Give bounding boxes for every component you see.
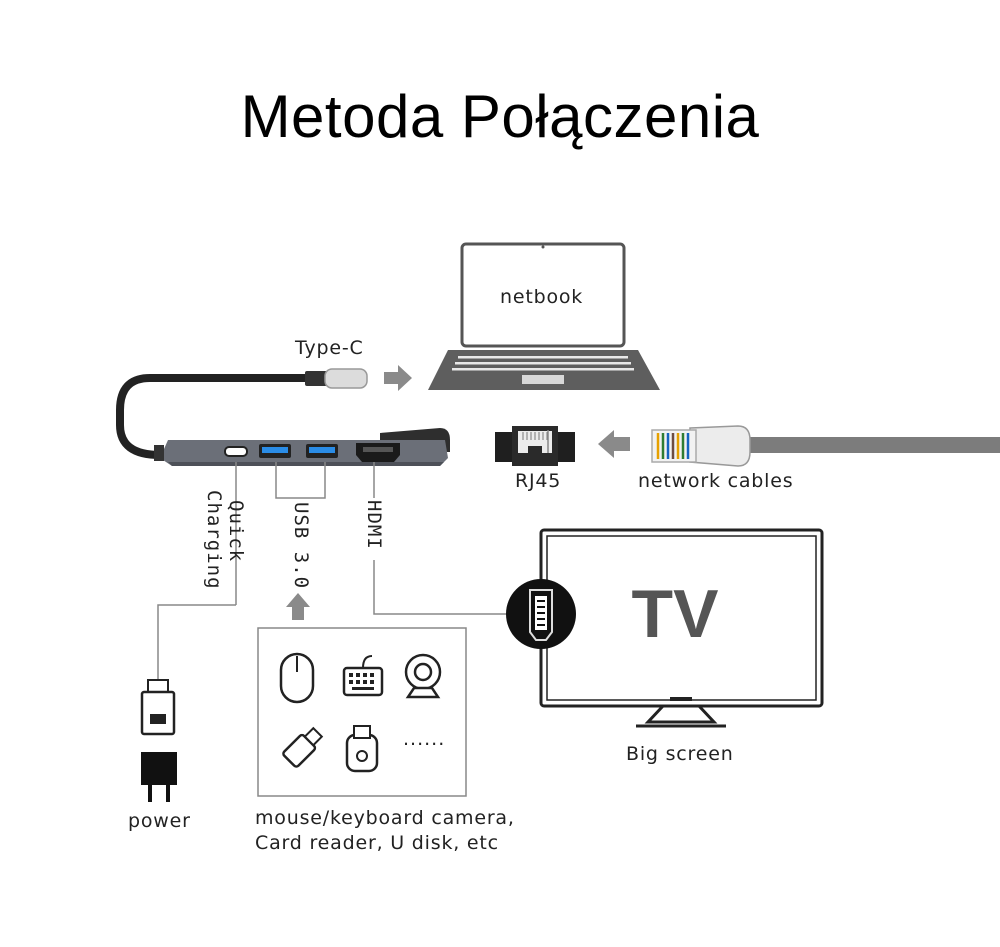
power-adapter-icon	[141, 752, 177, 802]
tv-label: TV	[631, 576, 719, 652]
devices-caption: mouse/keyboard camera, Card reader, U di…	[255, 806, 515, 856]
rj45-label: RJ45	[515, 470, 562, 492]
power-label: power	[128, 810, 191, 832]
usb-plug-icon	[140, 679, 176, 736]
usb-c-hub-icon	[154, 428, 450, 466]
webcam-icon	[404, 653, 442, 699]
page-title: Metoda Połączenia	[240, 83, 760, 150]
big-screen-label: Big screen	[626, 743, 734, 765]
network-cable-icon	[651, 425, 1000, 467]
connector-lines	[157, 430, 549, 682]
rj45-port-icon	[495, 426, 575, 466]
type-c-cable-icon	[116, 368, 368, 459]
quick-label: Quick	[225, 500, 247, 563]
usb-label: USB 3.0	[290, 502, 312, 590]
netbook-label: netbook	[500, 286, 584, 308]
hdmi-label: HDMI	[363, 500, 385, 550]
arrow-up-icon	[286, 593, 310, 620]
devices-caption-line2: Card reader, U disk, etc	[255, 832, 499, 854]
usb-stick-icon	[282, 726, 324, 768]
keyboard-icon	[342, 655, 384, 697]
type-c-label: Type-C	[295, 337, 364, 359]
card-reader-icon	[345, 725, 379, 773]
mouse-icon	[279, 652, 315, 704]
laptop-icon	[428, 242, 660, 390]
arrow-right-icon	[384, 365, 412, 391]
devices-caption-line1: mouse/keyboard camera,	[255, 807, 515, 829]
arrow-left-icon	[598, 430, 630, 458]
more-devices-dots: ......	[403, 728, 446, 750]
network-cables-label: network cables	[638, 470, 794, 492]
tv-icon	[539, 528, 824, 728]
charging-label: Charging	[203, 490, 225, 590]
hdmi-port-icon	[506, 579, 576, 649]
devices-box	[257, 627, 467, 797]
